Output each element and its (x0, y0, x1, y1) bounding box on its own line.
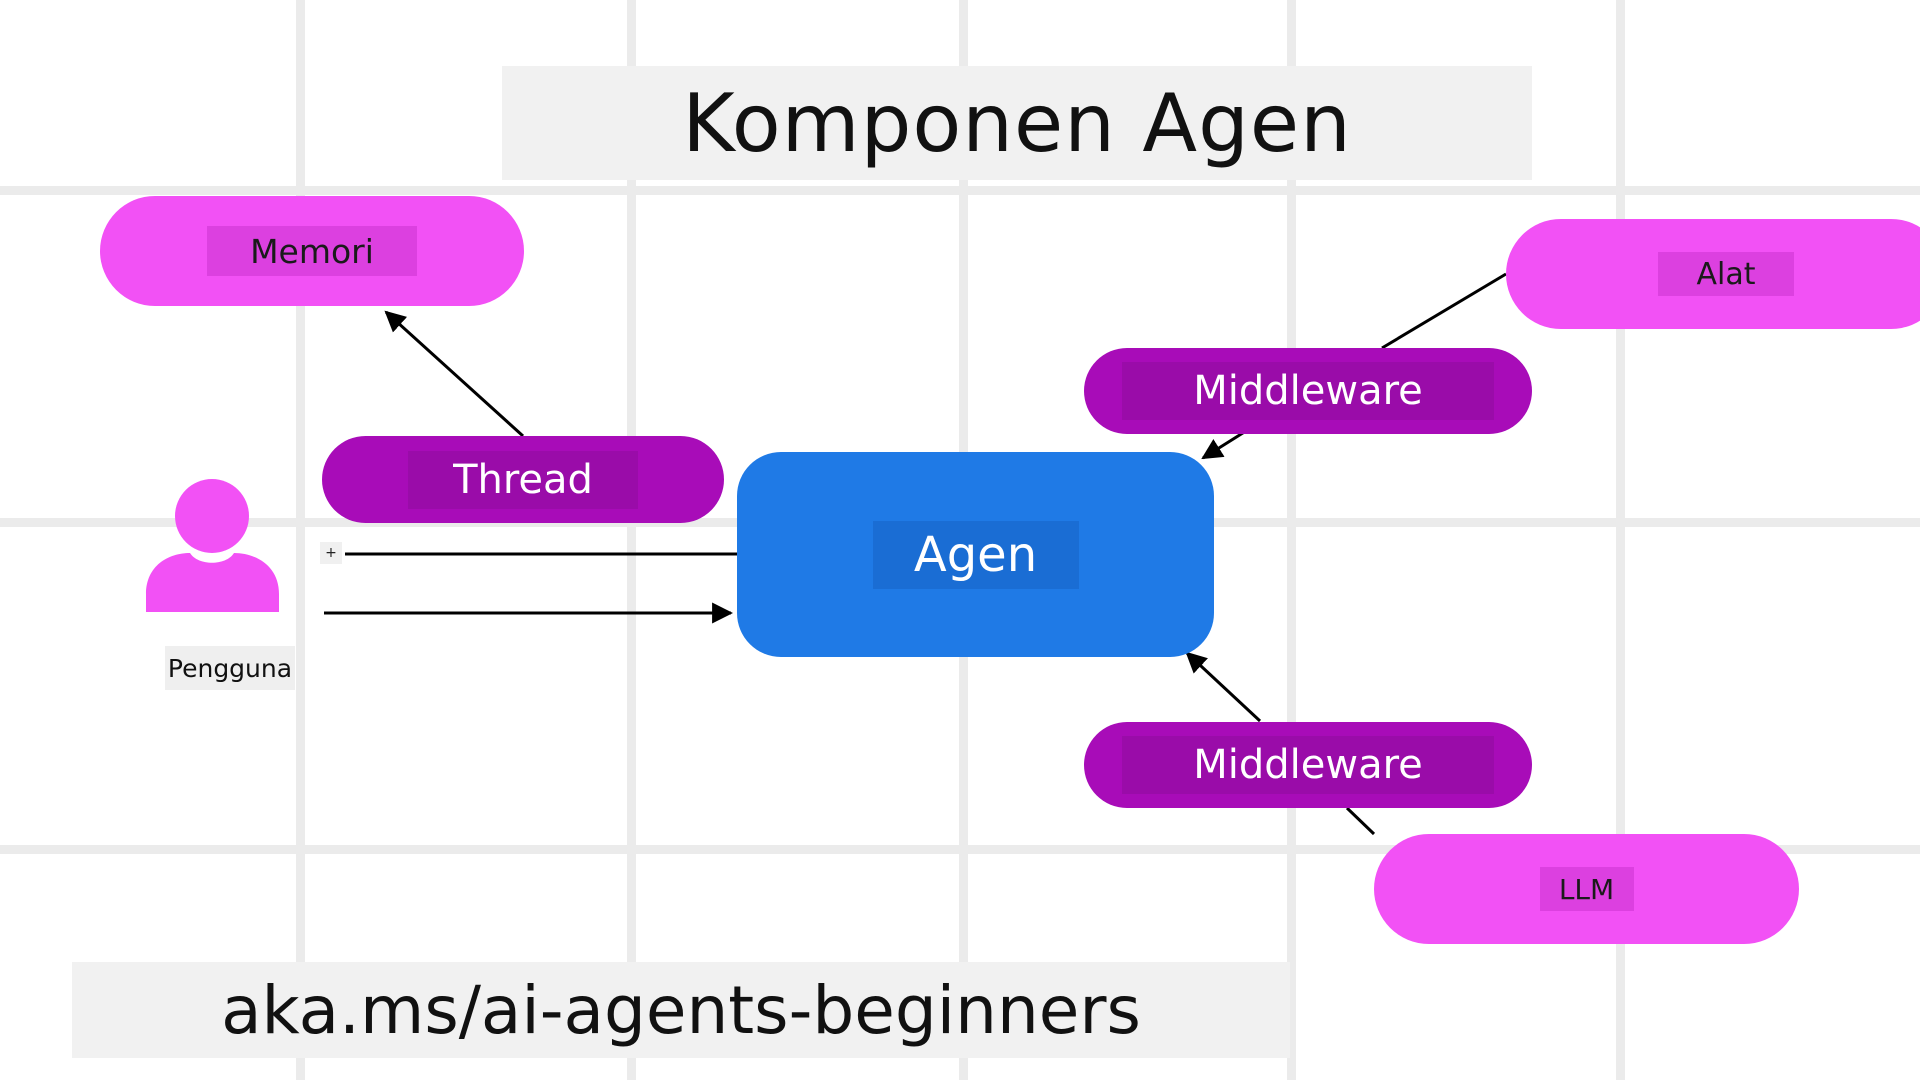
middleware-bottom-label: Middleware (1122, 736, 1494, 794)
grid-line-v5 (1616, 0, 1625, 1080)
middleware-node-top: Middleware (1084, 348, 1532, 434)
middleware-top-label: Middleware (1122, 362, 1494, 420)
thread-node: Thread (322, 436, 724, 523)
grid-line-v1 (296, 0, 305, 1080)
footer-background (72, 962, 1290, 1058)
line-tools-to-middleware (1381, 272, 1507, 350)
agent-node: Agen (737, 452, 1214, 657)
arrow-thread-to-memory (384, 310, 525, 438)
tools-label: Alat (1658, 252, 1794, 296)
title-background (502, 66, 1532, 180)
grid-line-h3 (0, 845, 1920, 854)
memory-label: Memori (207, 226, 417, 276)
agent-label: Agen (872, 520, 1079, 589)
line-llm-to-middleware (1345, 806, 1376, 836)
grid-line-h1 (0, 186, 1920, 195)
grid-line-v4 (1287, 0, 1296, 1080)
diagram-title: Komponen Agen (682, 76, 1352, 170)
arrow-middleware-to-agent-bottom (1185, 651, 1262, 723)
grid-line-v2 (627, 0, 636, 1080)
thread-label: Thread (408, 450, 638, 509)
plus-marker: + (320, 542, 342, 564)
user-label: Pengguna (165, 646, 295, 690)
footer-link-text: aka.ms/ai-agents-beginners (221, 971, 1141, 1049)
tools-node: Alat (1506, 219, 1920, 329)
middleware-node-bottom: Middleware (1084, 722, 1532, 808)
arrow-middleware-to-agent (1201, 429, 1247, 460)
memory-node: Memori (100, 196, 524, 306)
llm-label: LLM (1539, 867, 1634, 911)
llm-node: LLM (1374, 834, 1799, 944)
